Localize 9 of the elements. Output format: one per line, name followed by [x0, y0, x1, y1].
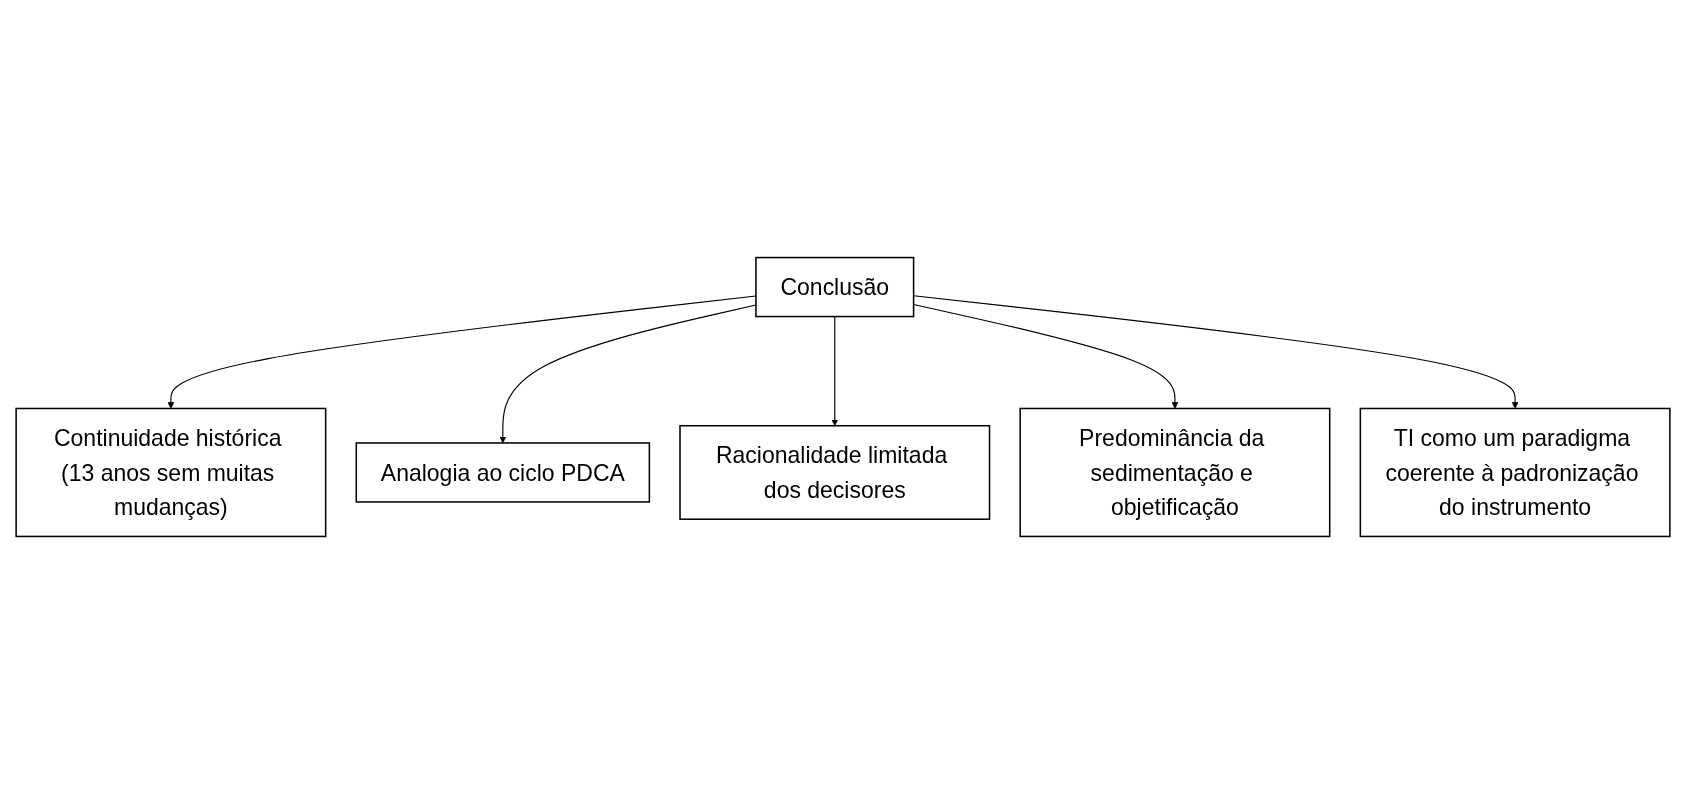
arrow — [913, 295, 1519, 409]
node-box: Predominância da sedimentação e objetificação — [1019, 407, 1331, 538]
node-box: Analogia ao ciclo PDCA — [355, 442, 651, 503]
node-box: Racionalidade limitada dos decisores — [679, 424, 991, 520]
node-box: Continuidade histórica (13 anos sem muitas mudanças) — [15, 407, 327, 538]
node-box: Conclusão — [755, 256, 915, 318]
arrow — [831, 315, 839, 427]
arrow — [913, 303, 1179, 409]
node-box: TI como um paradigma coerente à padronização do instrumento — [1359, 407, 1671, 538]
